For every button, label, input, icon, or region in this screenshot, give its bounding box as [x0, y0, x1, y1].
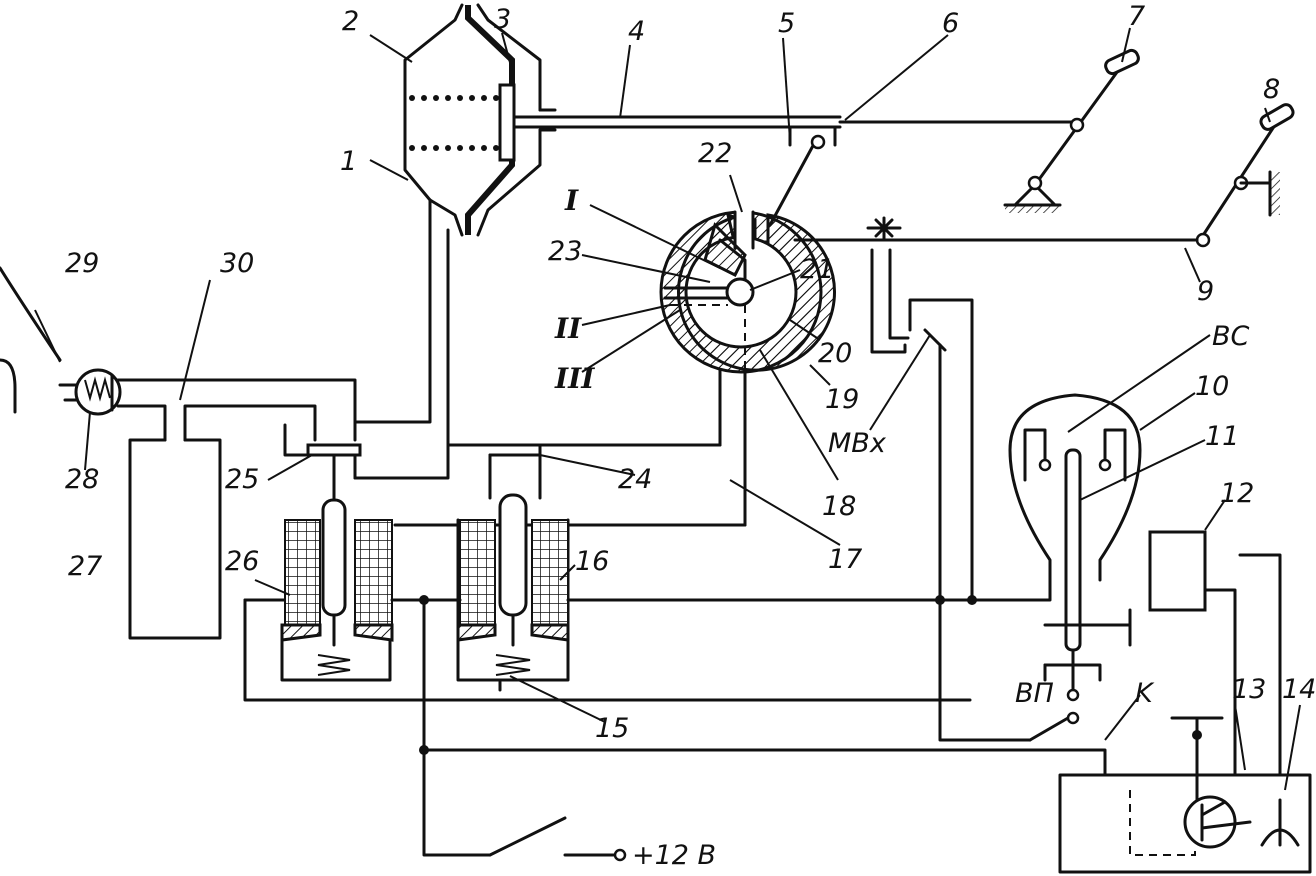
label-7: 7 [1128, 1, 1145, 32]
label-18: 18 [822, 491, 856, 522]
label-29: 29 [65, 248, 99, 279]
electrical-wiring [390, 248, 1282, 862]
label-27: 27 [68, 551, 102, 582]
label-position-iii: III [554, 362, 595, 395]
label-19: 19 [825, 384, 859, 415]
label-24: 24 [618, 464, 652, 495]
speed-sensor-bc [1008, 393, 1142, 725]
label-30: 30 [220, 248, 254, 279]
label-power: +12 B [632, 840, 716, 871]
label-16: 16 [575, 546, 609, 577]
label-position-i: I [564, 184, 579, 217]
return-spring-dots [409, 95, 499, 151]
label-bc: BC [1212, 321, 1250, 352]
label-11: 11 [1205, 421, 1239, 452]
label-15: 15 [595, 713, 629, 744]
solenoid-valve-26 [243, 423, 972, 702]
label-3: 3 [494, 4, 511, 35]
label-2: 2 [342, 6, 359, 37]
clutch-pedal [1195, 103, 1295, 248]
label-23: 23 [548, 236, 582, 267]
vacuum-receiver-27 [128, 438, 222, 640]
label-9: 9 [1197, 276, 1214, 307]
label-20: 20 [818, 338, 852, 369]
relay-12 [1148, 530, 1207, 612]
label-17: 17 [828, 544, 862, 575]
leader-lines [34, 27, 1301, 791]
vacuum-booster-chamber [403, 3, 557, 237]
label-28: 28 [65, 464, 99, 495]
label-10: 10 [1195, 371, 1229, 402]
label-8: 8 [1263, 74, 1280, 105]
accelerator-pedal [1003, 48, 1140, 213]
label-14: 14 [1282, 674, 1316, 705]
label-22: 22 [698, 138, 732, 169]
pipe-30 [58, 368, 357, 442]
label-position-ii: II [554, 312, 582, 345]
label-12: 12 [1220, 478, 1254, 509]
label-vp: BП [1015, 678, 1054, 709]
label-5: 5 [778, 8, 795, 39]
intake-manifold-29 [0, 266, 62, 414]
clutch-rod-9 [793, 216, 1199, 242]
distributor-valve [659, 205, 836, 527]
control-unit-13 [1058, 716, 1312, 874]
label-k: K [1135, 678, 1155, 709]
label-1: 1 [340, 146, 357, 177]
label-4: 4 [628, 16, 645, 47]
label-26: 26 [225, 546, 259, 577]
callout-labels: 1 2 3 4 5 6 7 8 9 10 11 12 13 14 15 16 1… [65, 1, 1316, 871]
label-6: 6 [942, 8, 959, 39]
push-rod-and-linkage [512, 115, 1077, 227]
label-25: 25 [225, 464, 259, 495]
label-13: 13 [1232, 674, 1266, 705]
solenoid-valve-16 [456, 493, 570, 692]
label-21: 21 [800, 254, 834, 285]
label-mvx: MBx [828, 428, 887, 459]
vacuum-lines [353, 198, 747, 527]
